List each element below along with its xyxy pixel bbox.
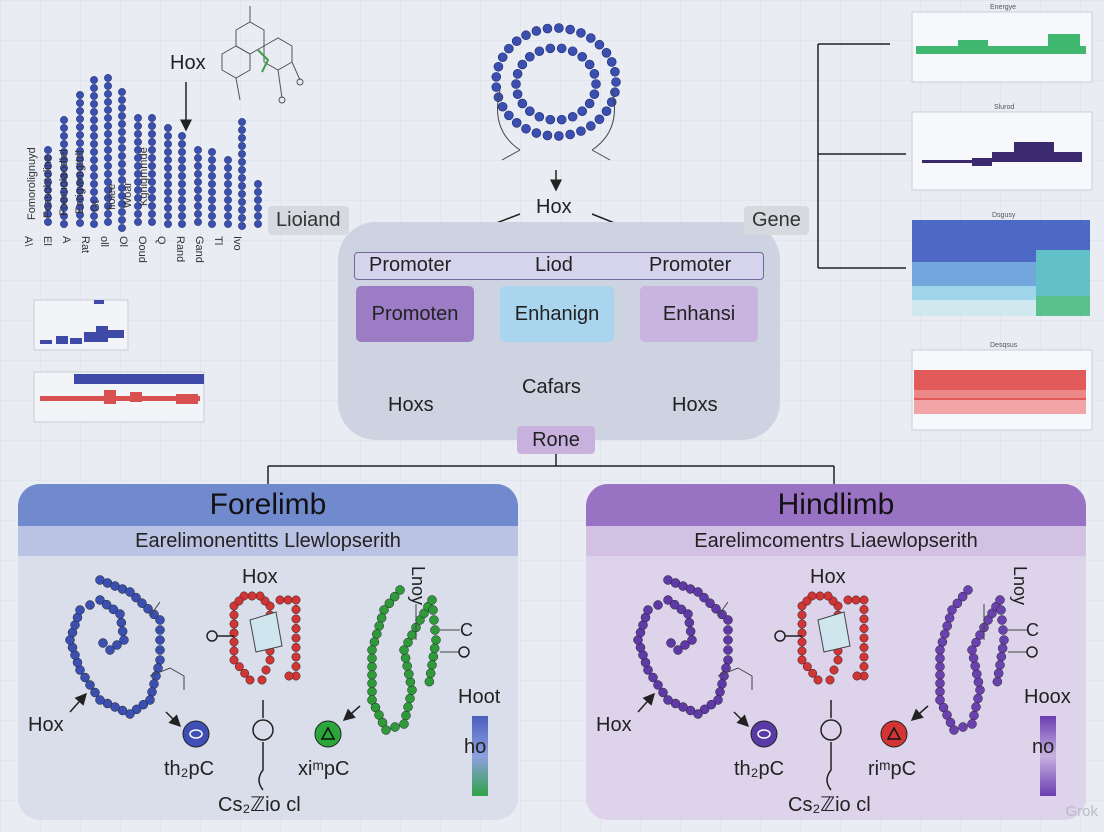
promoter-left: Promoter xyxy=(369,254,452,276)
promoter-box: Promoten xyxy=(356,286,474,342)
chart-title-2: Slurod xyxy=(994,104,1015,111)
forelimb-side-text: Lnoy xyxy=(408,566,428,606)
hindlimb-th-label: th₂pC xyxy=(734,758,785,780)
chart-title-3: Dsgusy xyxy=(992,212,1016,219)
promoter-middle: Liod xyxy=(535,254,573,276)
forelimb-bottom-label: Cs₂ℤio cl xyxy=(218,794,301,816)
forelimb-legend-mid: ho xyxy=(464,736,487,758)
hoxs-right: Hoxs xyxy=(672,394,718,416)
forelimb-th-label: th₂pC xyxy=(164,758,215,780)
ligand-pill: Lioiand xyxy=(268,206,349,235)
hindlimb-hox-left: Hox xyxy=(596,714,632,736)
forelimb-legend-title: Hoot xyxy=(458,686,501,708)
forelimb-xi-label: xiᵐpC xyxy=(298,758,350,780)
watermark: Grok xyxy=(1065,803,1098,820)
right-chart-2 xyxy=(911,111,1093,191)
hindlimb-hox-top: Hox xyxy=(810,566,846,588)
tree-lines xyxy=(267,454,835,486)
chart-title-4: Desqsus xyxy=(990,342,1018,349)
right-chart-4 xyxy=(911,349,1093,431)
rone-box: Rone xyxy=(517,426,595,454)
right-chart-1 xyxy=(911,11,1093,83)
hox-label-topleft: Hox xyxy=(170,52,206,74)
forelimb-title: Forelimb xyxy=(18,484,518,526)
hindlimb-side-text: Lnoy xyxy=(1010,566,1030,606)
right-bracket xyxy=(817,43,906,269)
hox-ring-molecule xyxy=(491,23,621,161)
hindlimb-title: Hindlimb xyxy=(586,484,1086,526)
forelimb-subtitle: Earelimonentitts Llewlopserith xyxy=(18,526,518,556)
center-hox-label: Hox xyxy=(536,196,572,218)
mini-chart-left-2 xyxy=(33,371,205,423)
hindlimb-legend-mid: no xyxy=(1032,736,1055,758)
promoter-right: Promoter xyxy=(649,254,732,276)
hoxs-left: Hoxs xyxy=(388,394,434,416)
gene-pill: Gene xyxy=(744,206,809,235)
forelimb-hox-left: Hox xyxy=(28,714,64,736)
hindlimb-c-label: C xyxy=(1026,620,1039,640)
chart-title-1: Energye xyxy=(990,4,1017,11)
forelimb-hox-top: Hox xyxy=(242,566,278,588)
mini-chart-left-1 xyxy=(33,299,129,351)
enhancer-box: Enhanign xyxy=(500,286,614,342)
bead-columns xyxy=(44,74,262,232)
cafars-label: Cafars xyxy=(522,376,581,398)
hindlimb-subtitle: Earelimcomentrs Liaewlopserith xyxy=(586,526,1086,556)
right-chart-heatmap xyxy=(912,220,1090,316)
hindlimb-ri-label: riᵐpC xyxy=(868,758,917,780)
hindlimb-legend-title: Hoox xyxy=(1024,686,1071,708)
forelimb-c-label: C xyxy=(460,620,473,640)
small-molecule xyxy=(221,6,304,104)
enhancer-box-2: Enhansi xyxy=(640,286,758,342)
promoter-bar: Promoter Liod Promoter xyxy=(354,252,764,280)
hindlimb-bottom-label: Cs₂ℤio cl xyxy=(788,794,871,816)
